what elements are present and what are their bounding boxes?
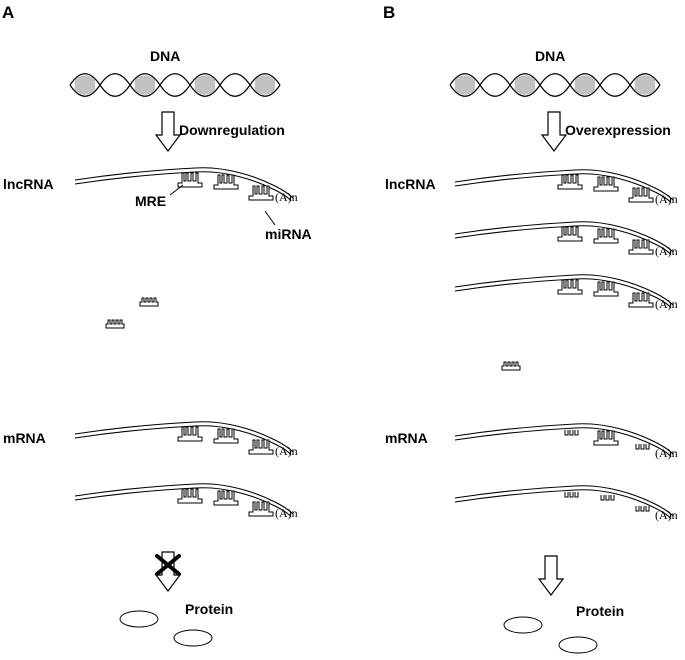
mrna-label-a: mRNA <box>3 430 46 446</box>
free-mirna <box>105 319 125 329</box>
dna-helix-a <box>69 73 281 97</box>
panel-b-letter: B <box>383 3 395 22</box>
protein-ellipse <box>558 636 598 654</box>
mrna-strand-b1 <box>454 423 674 458</box>
lncrna-strand-a <box>74 167 294 202</box>
lncrna-strand-b2 <box>454 221 674 256</box>
protein-ellipse <box>173 629 213 647</box>
mrna-strand-a2 <box>74 483 294 518</box>
polya-tail: (A)n <box>655 508 678 522</box>
mre-label: MRE <box>135 193 166 209</box>
block-x-icon <box>155 554 181 576</box>
mirna-bound <box>248 185 274 201</box>
mirna-bound <box>177 172 203 188</box>
downregulation-label: Downregulation <box>179 122 285 138</box>
mrna-strand-b2 <box>454 485 674 520</box>
polya-tail: (A)n <box>655 297 678 311</box>
polya-tail: (A)n <box>655 192 678 206</box>
mre-pointer <box>169 184 184 196</box>
protein-label-a: Protein <box>185 601 233 617</box>
arrow-down-a <box>154 111 182 152</box>
mrna-label-b: mRNA <box>385 430 428 446</box>
polya-tail: (A)n <box>655 446 678 460</box>
arrow-down-b2 <box>537 555 565 596</box>
free-mirna <box>501 361 521 371</box>
overexpression-label: Overexpression <box>565 122 671 138</box>
polya-tail: (A)n <box>275 444 298 458</box>
lncrna-label-b: lncRNA <box>385 176 436 192</box>
polya-tail: (A)n <box>275 506 298 520</box>
lncrna-label-a: lncRNA <box>3 176 54 192</box>
dna-helix-b <box>449 73 661 97</box>
mirna-label: miRNA <box>265 226 312 242</box>
arrow-down-b <box>540 111 568 152</box>
protein-ellipse <box>503 616 543 634</box>
lncrna-strand-b3 <box>454 274 674 309</box>
protein-label-b: Protein <box>576 603 624 619</box>
polya-tail: (A)n <box>655 244 678 258</box>
dna-label-a: DNA <box>150 48 180 64</box>
polya-tail: (A)n <box>275 190 298 204</box>
mirna-bound <box>213 174 239 190</box>
mrna-strand-a1 <box>74 421 294 456</box>
mirna-pointer <box>264 210 276 226</box>
free-mirna <box>139 297 159 307</box>
dna-label-b: DNA <box>535 48 565 64</box>
panel-a-letter: A <box>2 3 14 22</box>
protein-ellipse <box>119 610 159 628</box>
lncrna-strand-b1 <box>454 169 674 204</box>
